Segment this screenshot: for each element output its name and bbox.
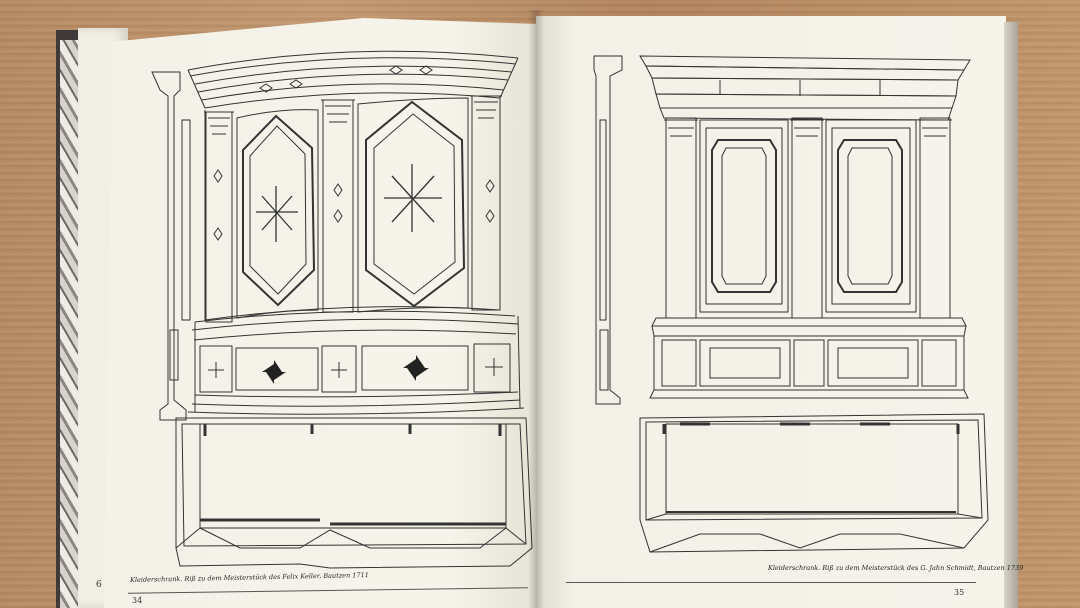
- right-cabinet-plan: [639, 413, 989, 553]
- book-gutter-shadow: [528, 10, 544, 608]
- right-caption: Kleiderschrank. Riß zu dem Meisterstück …: [768, 564, 1024, 572]
- right-cabinet-elevation: [593, 55, 971, 405]
- right-page-number: 35: [954, 588, 965, 597]
- right-page-edges: [1004, 22, 1018, 608]
- left-page-number: 34: [132, 596, 143, 605]
- right-footer-rule: [566, 582, 976, 583]
- left-cabinet-elevation: [151, 50, 525, 421]
- left-cabinet-plan: [175, 417, 533, 569]
- previous-page-number: 6: [96, 580, 102, 590]
